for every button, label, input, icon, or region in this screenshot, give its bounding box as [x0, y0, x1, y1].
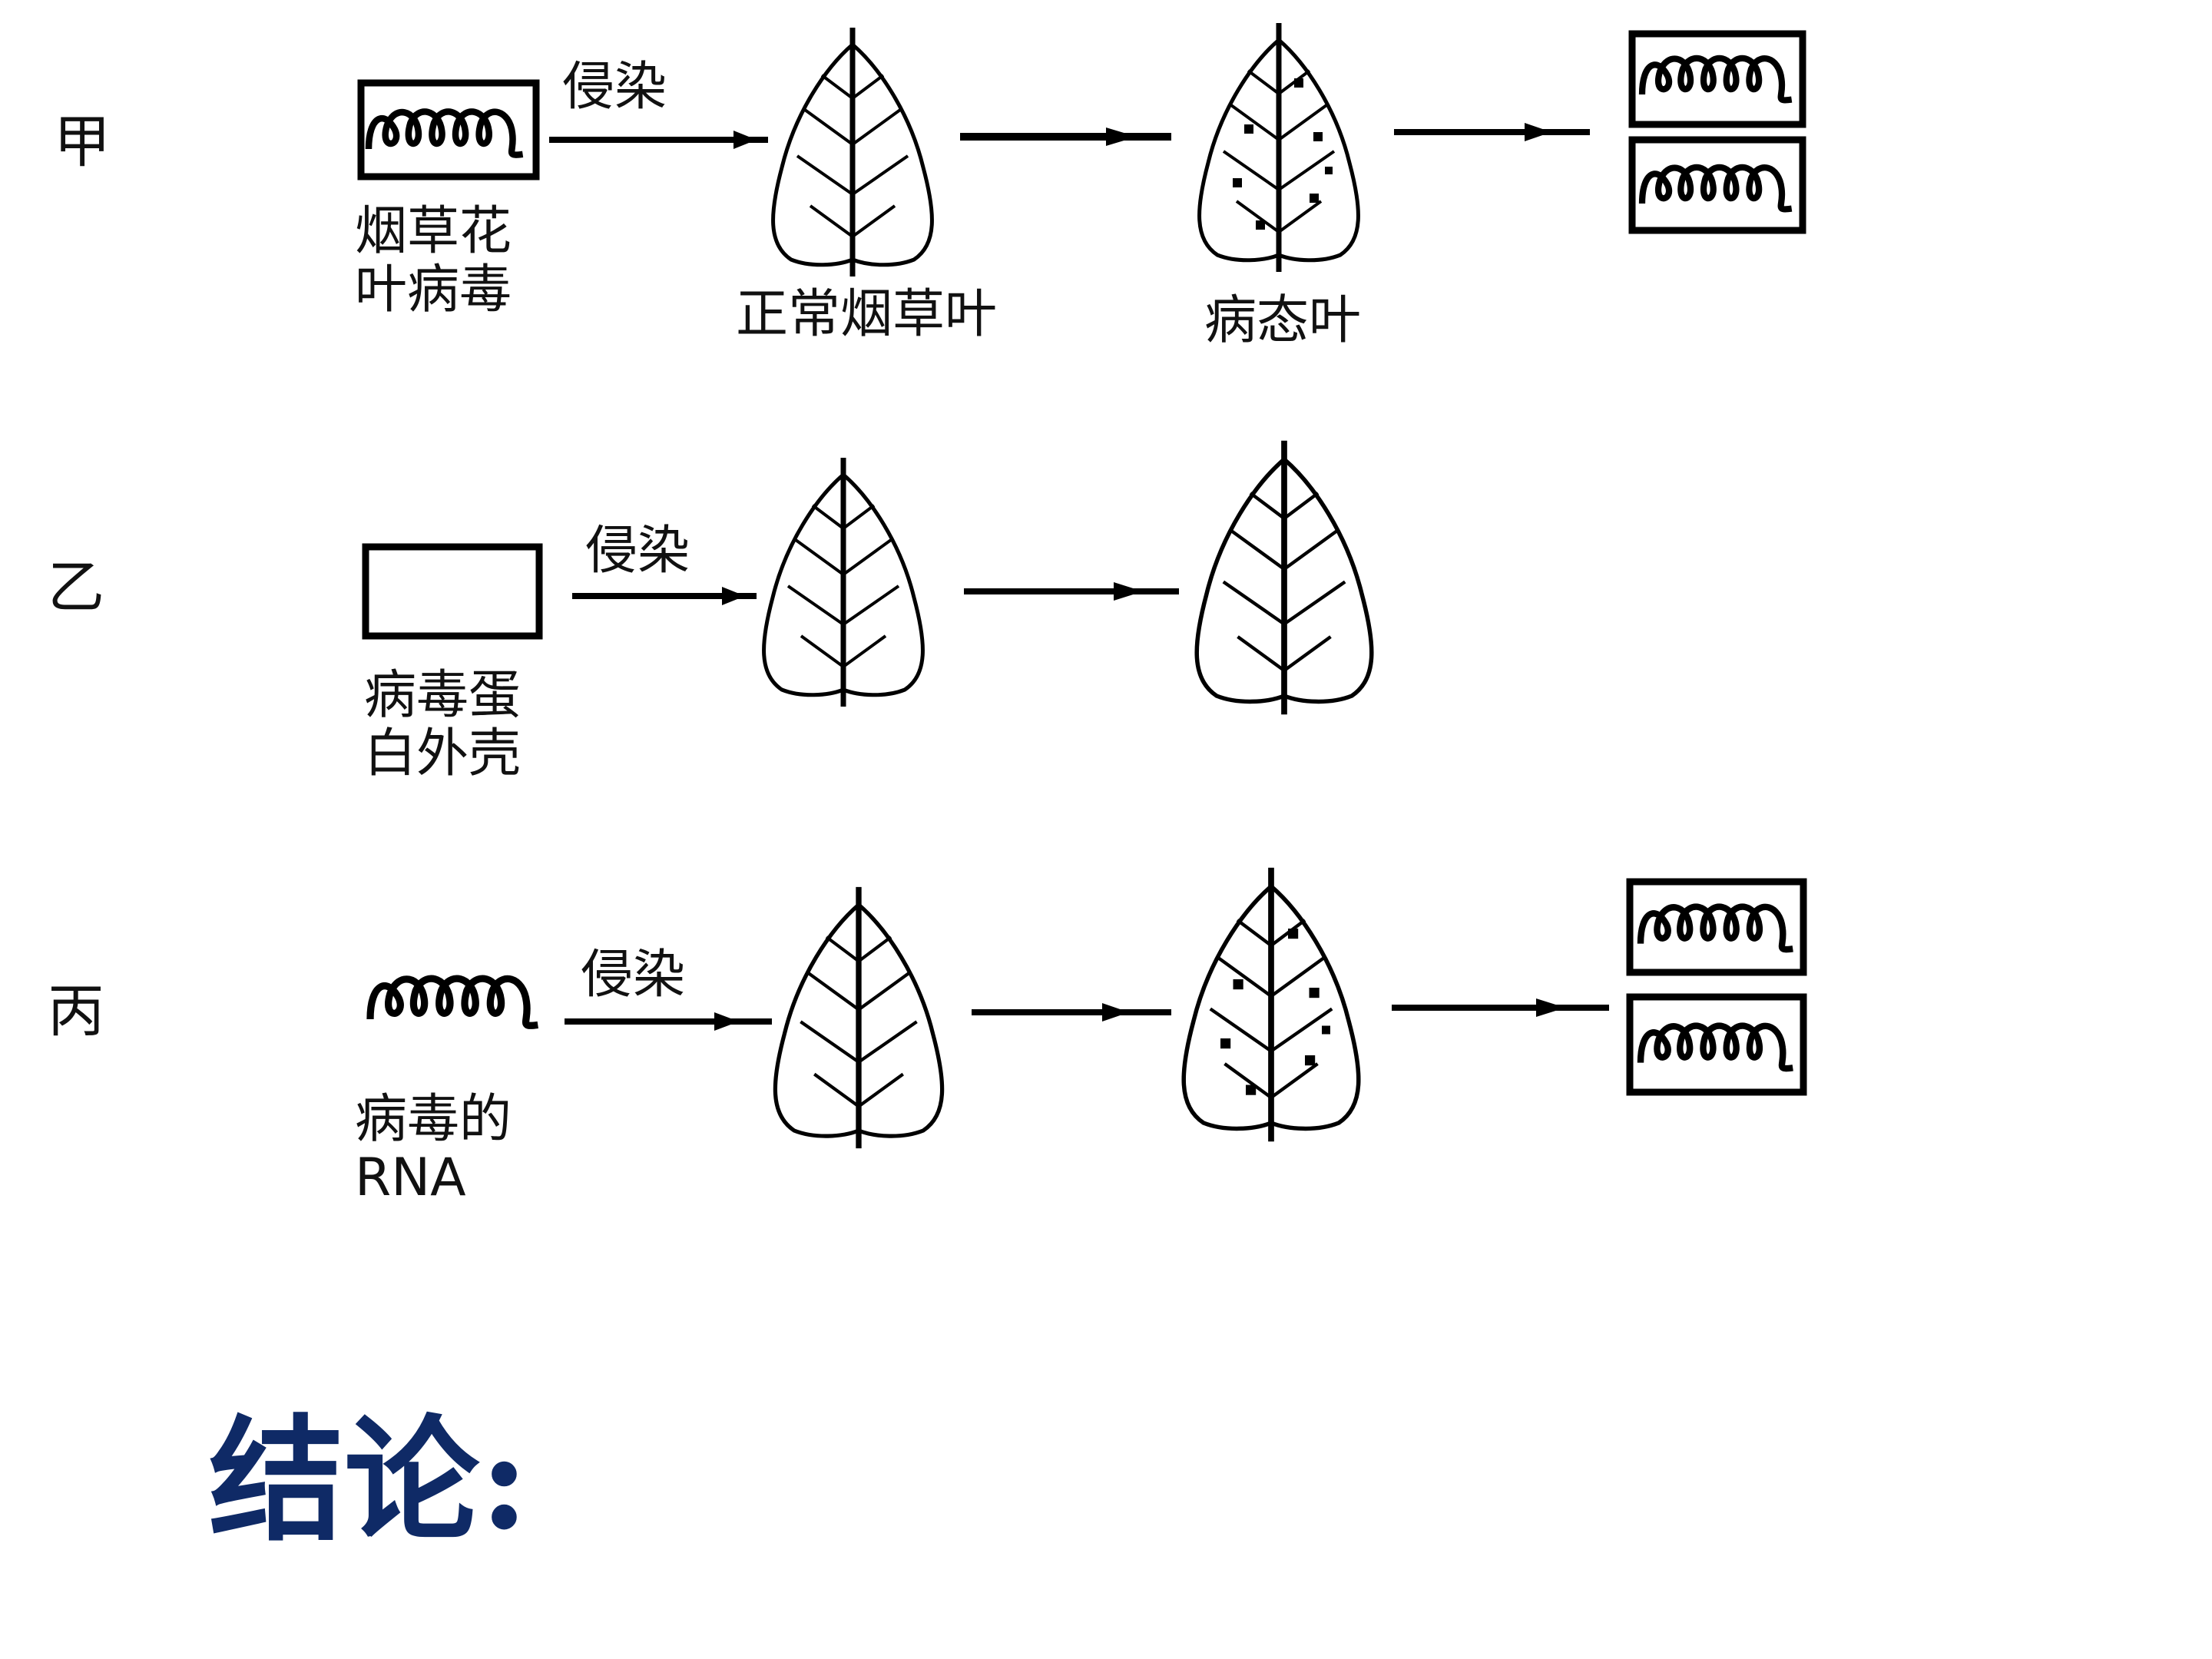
progeny-virus-box-bing-1	[1626, 878, 1807, 976]
protein-coat-box	[362, 543, 543, 640]
progeny-virus-box-bing-2	[1626, 993, 1807, 1096]
source-caption-tmv: 烟草花 叶病毒	[355, 201, 512, 321]
leaf-normal-yi	[764, 458, 923, 707]
arrow-jia-3	[1394, 123, 1590, 141]
leaf-normal-jia	[773, 28, 932, 276]
conclusion-heading: 结论:	[209, 1401, 529, 1560]
arrow-jia-2	[960, 127, 1171, 146]
source-caption-rna: 病毒的 RNA	[355, 1089, 512, 1209]
leaf-normal-bing	[775, 887, 942, 1148]
arrow-infect-jia	[549, 131, 768, 149]
arrow-label-infect-yi: 侵染	[585, 521, 690, 581]
row-label-bing: 丙	[48, 979, 104, 1045]
arrow-label-infect-bing: 侵染	[581, 945, 686, 1005]
progeny-virus-box-jia-1	[1628, 30, 1806, 128]
arrow-bing-3	[1392, 998, 1609, 1017]
leaf-diseased-jia	[1200, 23, 1359, 272]
row-label-yi: 乙	[48, 555, 104, 621]
source-caption-protein-coat: 病毒蛋 白外壳	[364, 665, 522, 785]
progeny-virus-box-jia-2	[1628, 136, 1806, 234]
row-label-jia: 甲	[54, 109, 111, 175]
leaf-healthy-yi	[1197, 441, 1372, 714]
leaf-diseased-bing	[1184, 868, 1359, 1141]
virus-rna-coil	[370, 979, 538, 1025]
arrow-yi-2	[964, 582, 1179, 601]
virus-box-tmv	[357, 79, 540, 180]
arrow-bing-2	[972, 1003, 1171, 1022]
leaf-caption-diseased: 病态叶	[1204, 290, 1362, 351]
leaf-caption-normal: 正常烟草叶	[736, 284, 998, 345]
arrow-infect-yi	[572, 587, 757, 605]
arrow-infect-bing	[565, 1012, 772, 1031]
arrow-label-infect-jia: 侵染	[562, 57, 667, 118]
